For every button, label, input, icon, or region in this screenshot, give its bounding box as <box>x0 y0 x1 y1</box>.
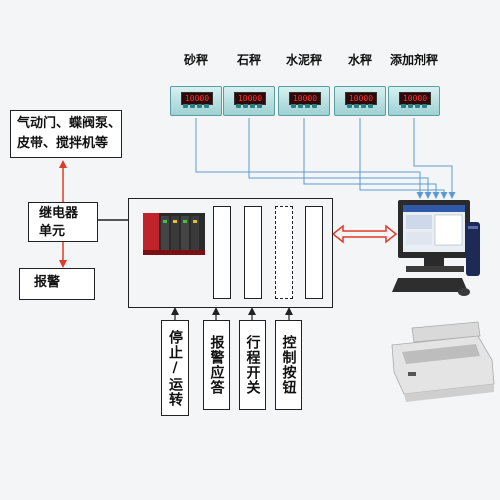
scale-signal-lines <box>195 118 456 199</box>
weighing-meter-additive: 10000 <box>388 86 440 116</box>
scale-label-water: 水秤 <box>347 53 372 67</box>
alarm-label: 报警 <box>34 275 61 290</box>
scale-label-additive: 添加剂秤 <box>389 53 438 67</box>
input-control-button: 控制按钮 <box>275 320 302 410</box>
weighing-meter-cement: 10000 <box>278 86 330 116</box>
plc-module-slot-2 <box>244 206 262 299</box>
scale-label-stone: 石秤 <box>236 53 261 67</box>
weighing-meter-sand: 10000 <box>170 86 222 116</box>
input-limit-switch: 行程开关 <box>239 320 266 410</box>
plc-frame <box>128 198 333 308</box>
scale-label-cement: 水泥秤 <box>285 53 322 67</box>
weighing-meter-water: 10000 <box>334 86 386 116</box>
plc-module-slot-1 <box>213 206 231 299</box>
relay-line-2: 单元 <box>39 224 66 239</box>
devices-line-2: 皮带、搅拌机等 <box>17 136 109 151</box>
plc-hardware-icon <box>143 213 205 255</box>
computer-icon <box>392 200 480 296</box>
scale-label-sand: 砂秤 <box>183 53 208 67</box>
input-arrows <box>171 307 293 320</box>
alarm-box: 报警 <box>19 268 95 300</box>
devices-box: 气动门、蝶阀泵、 皮带、搅拌机等 <box>10 110 122 158</box>
plc-pc-comm-arrow <box>331 224 398 244</box>
relay-line-1: 继电器 <box>39 206 79 221</box>
plc-module-slot-3 <box>275 206 293 299</box>
plc-module-slot-4 <box>305 206 323 299</box>
devices-line-1: 气动门、蝶阀泵、 <box>17 116 122 131</box>
printer-icon <box>391 321 495 402</box>
relay-unit-box: 继电器 单元 <box>28 202 98 242</box>
weighing-meter-stone: 10000 <box>223 86 275 116</box>
input-alarm-ack: 报警应答 <box>203 320 230 410</box>
input-stop-run: 停止/运转 <box>161 320 189 416</box>
